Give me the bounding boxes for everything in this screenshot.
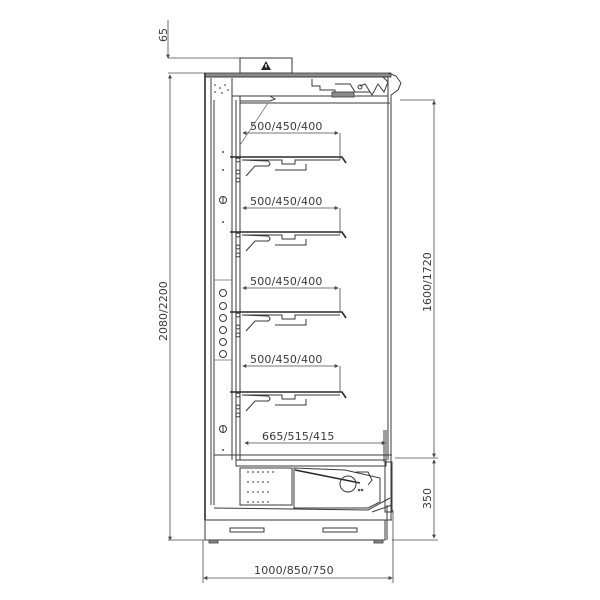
dimension-upper-height: 1600/1720 xyxy=(395,99,438,459)
shelf-depth-label-3: 500/450/400 xyxy=(250,275,323,288)
dimension-label-top-clearance: 65 xyxy=(157,28,170,42)
shelf-3: 500/450/400 xyxy=(230,275,347,338)
shelf-4: 500/450/400 xyxy=(230,353,347,418)
dimension-base-height: 350 xyxy=(392,459,438,541)
shelf-1: 500/450/400 xyxy=(230,120,347,183)
warning-triangle-icon xyxy=(261,61,271,70)
canopy xyxy=(204,72,402,520)
shelf-depth-label-4: 500/450/400 xyxy=(250,353,323,366)
dimension-label-base-height: 350 xyxy=(421,488,434,509)
dimension-total-depth: 1000/850/750 xyxy=(202,510,394,583)
back-wall xyxy=(210,77,392,520)
shelf-depth-label-2: 500/450/400 xyxy=(250,195,323,208)
shelf-2: 500/450/400 xyxy=(230,195,347,258)
dimension-label-upper-height: 1600/1720 xyxy=(421,252,434,312)
control-panel xyxy=(219,151,227,451)
dimension-total-height: 2080/2200 xyxy=(157,74,210,541)
top-unit xyxy=(239,57,293,74)
base-deck: 665/515/415 xyxy=(204,430,393,544)
shelf-depth-label-1: 500/450/400 xyxy=(250,120,323,133)
dimension-label-total-height: 2080/2200 xyxy=(157,281,170,341)
dimension-top-clearance: 65 xyxy=(157,20,290,74)
dimension-label-total-depth: 1000/850/750 xyxy=(254,564,334,577)
base-deck-depth-label: 665/515/415 xyxy=(262,430,335,443)
